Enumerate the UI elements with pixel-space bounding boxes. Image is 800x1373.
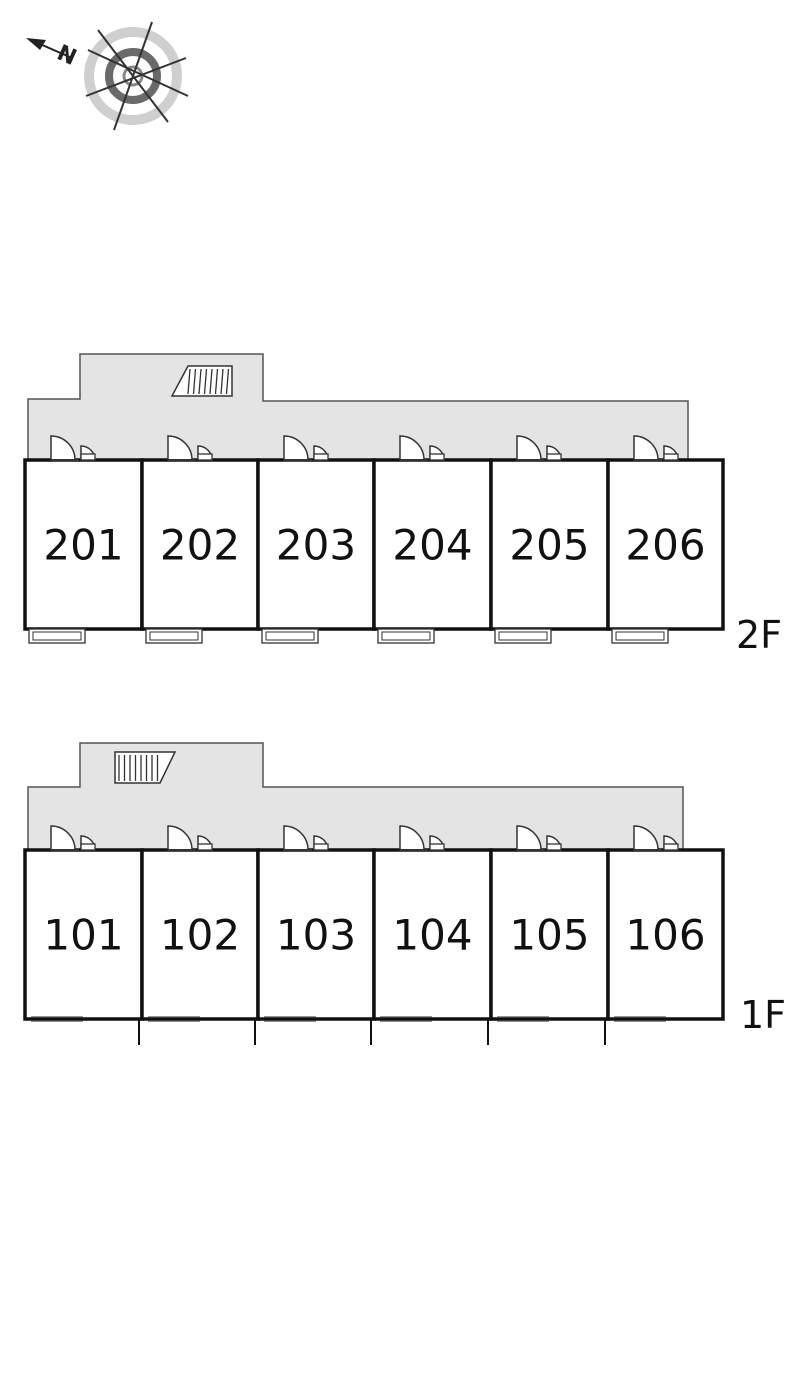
door-icon: [167, 825, 196, 851]
door-icon: [50, 435, 79, 461]
balcony-icon: [145, 628, 203, 644]
unit-number-label: 205: [509, 521, 589, 570]
unit-number-label: 101: [43, 911, 123, 960]
unit-104: 104: [372, 825, 493, 1022]
unit-room: [256, 458, 376, 631]
door-icon: [283, 825, 312, 851]
door-icon: [516, 435, 545, 461]
unit-201: 201: [23, 435, 144, 644]
compass-rose-icon: N: [26, 21, 189, 131]
corridor-2f: [27, 353, 689, 461]
balcony-icon: [261, 628, 319, 644]
unit-number-label: 203: [276, 521, 356, 570]
unit-206: 206: [606, 435, 725, 644]
window-icon: [380, 1016, 432, 1022]
unit-106: 106: [606, 825, 725, 1022]
unit-number-label: 105: [509, 911, 589, 960]
unit-number-label: 106: [625, 911, 705, 960]
unit-room: [140, 848, 260, 1021]
meter-box-icon: [663, 835, 679, 851]
meter-box-icon: [313, 835, 329, 851]
unit-number-label: 201: [43, 521, 123, 570]
meter-box-icon: [197, 835, 213, 851]
unit-group-2f: 201 202 203 204 205 206: [23, 435, 725, 644]
meter-box-icon: [313, 445, 329, 461]
unit-room: [372, 848, 493, 1021]
unit-205: 205: [489, 435, 610, 644]
compass-north-label: N: [53, 41, 80, 71]
stairs-icon: [114, 751, 177, 784]
meter-box-icon: [546, 835, 562, 851]
door-icon: [633, 825, 662, 851]
door-icon: [516, 825, 545, 851]
unit-number-label: 204: [392, 521, 472, 570]
unit-number-label: 202: [160, 521, 240, 570]
window-icon: [497, 1016, 549, 1022]
unit-room: [23, 848, 144, 1021]
unit-number-label: 104: [392, 911, 472, 960]
floor-label-1f: 1F: [740, 993, 786, 1037]
unit-202: 202: [140, 435, 260, 644]
floor-label-2f: 2F: [736, 613, 782, 657]
unit-102: 102: [140, 825, 260, 1022]
balcony-icon: [28, 628, 86, 644]
meter-box-icon: [80, 835, 96, 851]
balcony-icon: [377, 628, 435, 644]
door-icon: [283, 435, 312, 461]
meter-box-icon: [429, 445, 445, 461]
unit-203: 203: [256, 435, 376, 644]
meter-box-icon: [197, 445, 213, 461]
unit-103: 103: [256, 825, 376, 1022]
window-icon: [31, 1016, 83, 1022]
stairs-icon: [170, 365, 233, 397]
unit-204: 204: [372, 435, 493, 644]
unit-number-label: 102: [160, 911, 240, 960]
door-icon: [399, 825, 428, 851]
meter-box-icon: [429, 835, 445, 851]
unit-number-label: 206: [625, 521, 705, 570]
balcony-icon: [611, 628, 669, 644]
meter-box-icon: [663, 445, 679, 461]
unit-105: 105: [489, 825, 610, 1022]
door-icon: [399, 435, 428, 461]
floor-2f: 201 202 203 204 205 206 2F: [23, 353, 782, 657]
floor-1f: 101 102 103 104 105 106 1F: [23, 742, 786, 1045]
balcony-icon: [494, 628, 552, 644]
window-icon: [264, 1016, 316, 1022]
meter-box-icon: [80, 445, 96, 461]
window-icon: [148, 1016, 200, 1022]
unit-room: [606, 458, 725, 631]
door-icon: [633, 435, 662, 461]
window-icon: [614, 1016, 666, 1022]
meter-box-icon: [546, 445, 562, 461]
unit-room: [606, 848, 725, 1021]
door-icon: [167, 435, 196, 461]
door-icon: [50, 825, 79, 851]
unit-101: 101: [23, 825, 144, 1022]
unit-group-1f: 101 102 103 104 105 106: [23, 825, 725, 1045]
unit-number-label: 103: [276, 911, 356, 960]
